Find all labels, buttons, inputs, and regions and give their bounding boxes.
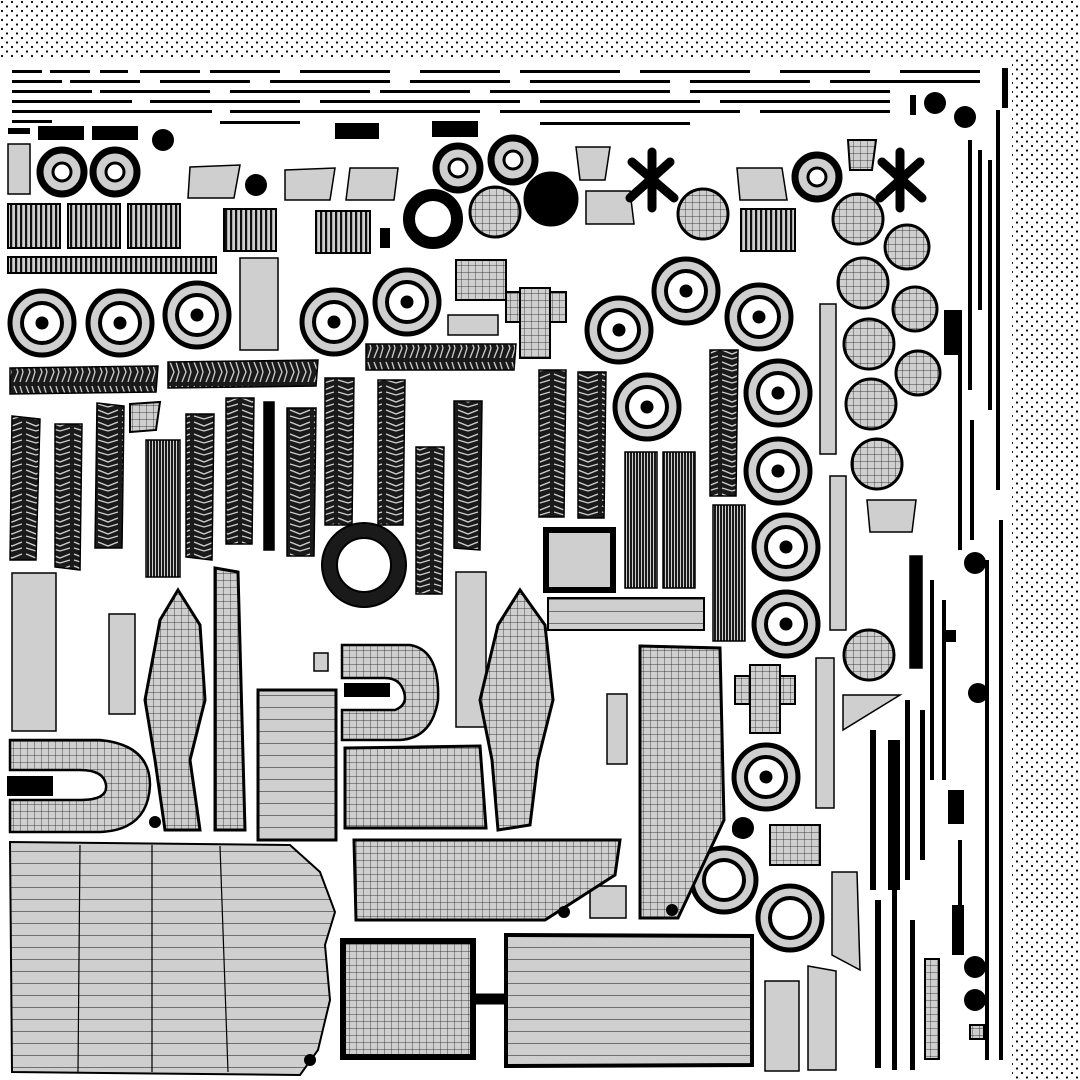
dot-field-top xyxy=(0,0,1080,58)
wheel-islands xyxy=(36,134,843,249)
tire-icon xyxy=(751,512,821,582)
tire-icon xyxy=(689,845,759,915)
striped-blocks xyxy=(7,203,796,274)
misc-small-parts xyxy=(7,228,985,1066)
tire-icon xyxy=(372,267,442,337)
tire-icon xyxy=(612,372,682,442)
tire-icon xyxy=(743,358,813,428)
vertical-sticks xyxy=(870,110,1003,1070)
tire-icon xyxy=(162,280,232,350)
fender-islands xyxy=(143,566,555,832)
tire-icon xyxy=(751,589,821,659)
strip-rows xyxy=(12,70,980,125)
dense-columns xyxy=(145,401,923,669)
wheel-hub-icon xyxy=(36,146,88,198)
tire-icon xyxy=(7,288,77,358)
bar-islands-top xyxy=(8,68,1008,140)
tire-icon xyxy=(755,883,825,953)
u-panel-left xyxy=(8,738,152,834)
wheel-hub-icon xyxy=(432,142,484,194)
tread-strips xyxy=(9,343,739,595)
framed-square xyxy=(543,527,616,593)
tire-icon xyxy=(85,288,155,358)
tire-icon xyxy=(299,287,369,357)
tire-icon xyxy=(731,742,801,812)
dot-field-right xyxy=(1012,58,1080,1080)
wheel-hub-icon xyxy=(487,134,539,186)
tire-icon xyxy=(651,256,721,326)
small-mesh-quads xyxy=(129,139,985,1060)
mesh-discs xyxy=(468,185,942,682)
body-panel-large xyxy=(8,840,337,1077)
radial-disc xyxy=(321,522,407,608)
tire-icon xyxy=(724,282,794,352)
u-panel xyxy=(340,643,440,742)
tire-icon xyxy=(743,436,813,506)
wheel-hub-icon xyxy=(89,146,141,198)
wheel-hub-icon xyxy=(791,151,843,203)
grey-panels xyxy=(7,143,917,1072)
tire-rings xyxy=(7,256,825,953)
long-tray xyxy=(547,597,705,631)
mesh-blocks-bottom xyxy=(256,644,754,1069)
tire-icon xyxy=(584,295,654,365)
solid-disc xyxy=(523,171,579,227)
cross-marks xyxy=(625,147,927,213)
ring-disc xyxy=(403,189,463,249)
